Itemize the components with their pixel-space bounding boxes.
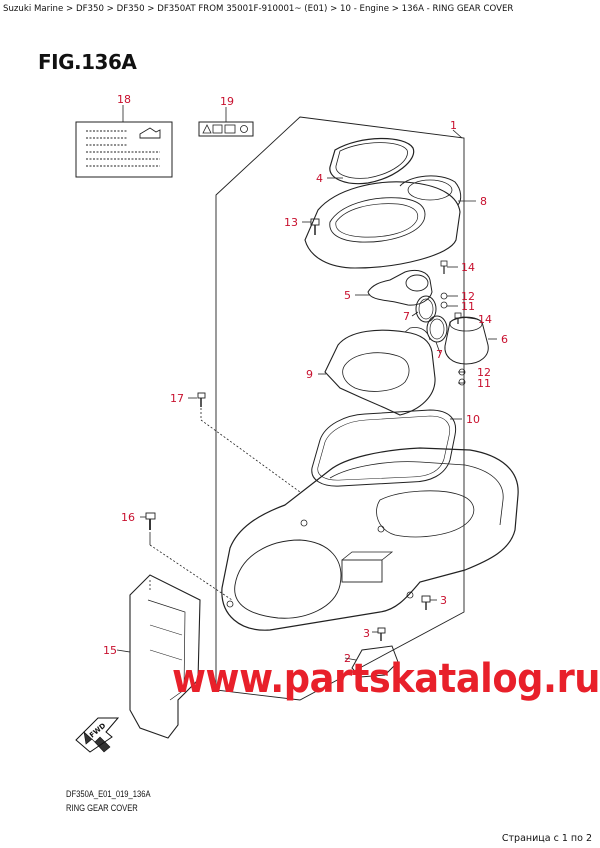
callout-17: 17	[170, 392, 184, 405]
seal-ring	[329, 137, 415, 185]
figure-code: DF350A_E01_019_136A	[66, 789, 151, 800]
ring-gear-cover	[221, 447, 519, 631]
callout-18: 18	[117, 93, 131, 106]
callout-7b: 7	[436, 348, 443, 361]
callout-12a: 12	[461, 290, 475, 303]
callout-12b: 12	[477, 366, 491, 379]
callout-14a: 14	[461, 261, 475, 274]
top-cover	[304, 181, 461, 269]
bolt-17-icon	[197, 392, 206, 407]
watermark: www.partskatalog.ru	[172, 656, 600, 702]
callout-16: 16	[121, 511, 135, 524]
assembly-outline	[215, 116, 465, 701]
callout-3b: 3	[363, 627, 370, 640]
callout-3a: 3	[440, 594, 447, 607]
cover-gasket	[311, 409, 457, 487]
label-sticker-icon	[75, 121, 173, 178]
callout-2: 2	[344, 652, 351, 665]
figure-name: RING GEAR COVER	[66, 803, 138, 814]
warning-label-icon	[198, 121, 254, 137]
o-ring-lower	[426, 315, 448, 343]
callout-4: 4	[316, 172, 323, 185]
callout-15: 15	[103, 644, 117, 657]
fwd-arrow-icon: FWD	[75, 717, 120, 753]
bolt-13-icon	[310, 218, 320, 235]
duct-connector	[367, 269, 433, 306]
bolt-3-icon	[377, 595, 431, 641]
side-shield	[129, 574, 201, 739]
o-ring-upper	[415, 295, 437, 323]
callout-19: 19	[220, 95, 234, 108]
callout-11a: 11	[461, 300, 475, 313]
bracket	[351, 645, 399, 678]
callout-7a: 7	[403, 310, 410, 323]
callout-11b: 11	[477, 377, 491, 390]
svg-text:FWD: FWD	[88, 722, 107, 740]
bolt-16-icon	[145, 512, 156, 530]
callout-14b: 14	[478, 313, 492, 326]
callout-5: 5	[344, 289, 351, 302]
silencer-housing	[324, 329, 436, 416]
callout-1: 1	[450, 119, 457, 132]
breadcrumb: Suzuki Marine > DF350 > DF350 > DF350AT …	[3, 4, 514, 14]
small-fasteners	[440, 260, 466, 386]
callout-13: 13	[284, 216, 298, 229]
callout-10: 10	[466, 413, 480, 426]
figure-title: FIG.136A	[38, 50, 137, 74]
callout-9: 9	[306, 368, 313, 381]
callout-8: 8	[480, 195, 487, 208]
page-count: Страница с 1 по 2	[501, 833, 592, 844]
leader-lines	[116, 105, 497, 661]
callout-6: 6	[501, 333, 508, 346]
